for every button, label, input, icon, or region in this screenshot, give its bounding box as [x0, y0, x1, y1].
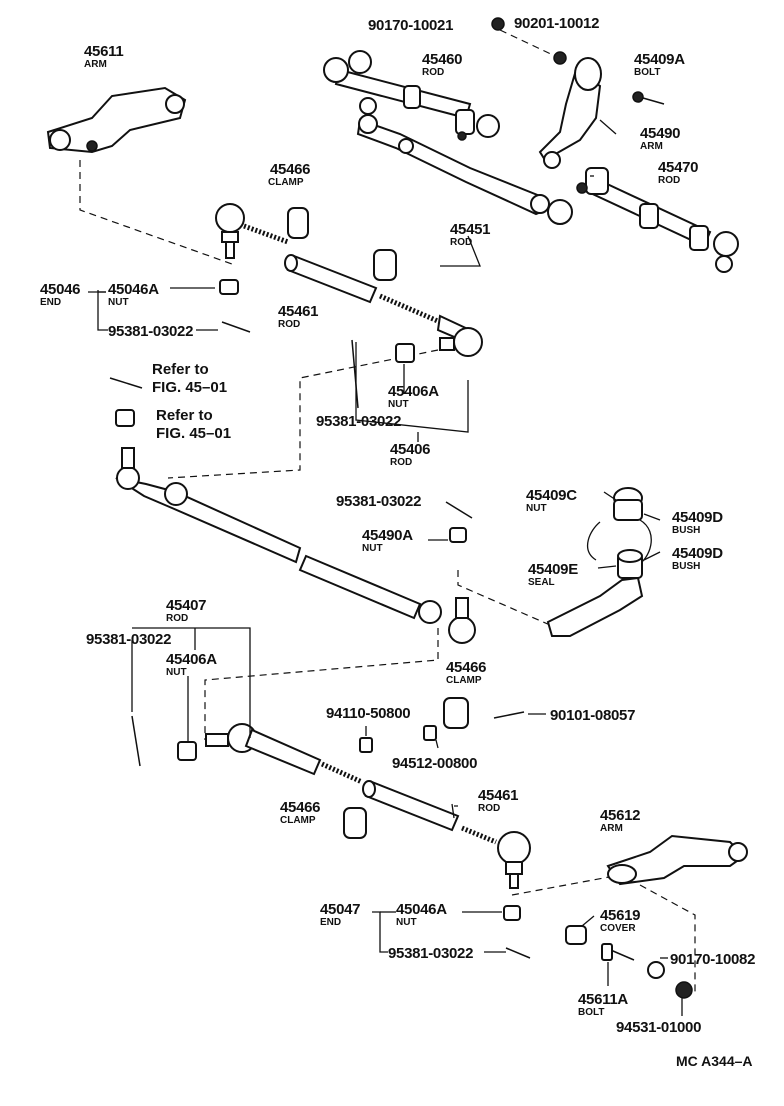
label-94512-00800: 94512-00800: [392, 755, 477, 772]
desc-45461-top: ROD: [278, 319, 300, 330]
label-45407: 45407: [166, 597, 206, 614]
label-45409D-bottom: 45409D: [672, 545, 723, 562]
tie-rod-end-45047-shape: [497, 831, 531, 959]
label-45466-mid: 45466: [446, 659, 486, 676]
label-90101-08057: 90101-08057: [550, 707, 635, 724]
desc-45619: COVER: [600, 923, 636, 934]
label-90170-10021: 90170-10021: [368, 17, 453, 34]
desc-45612: ARM: [600, 823, 623, 834]
desc-45406A-top: NUT: [388, 399, 409, 410]
label-95381-03022-d: 95381-03022: [86, 631, 171, 648]
desc-45611: ARM: [84, 59, 107, 70]
arm-45612-shape: [565, 834, 748, 999]
label-45461-top: 45461: [278, 303, 318, 320]
part-callouts: 90170-10021 90201-10012 45611 ARM 45460 …: [40, 15, 755, 1036]
label-45611A: 45611A: [578, 991, 628, 1008]
label-95381-03022-b: 95381-03022: [316, 413, 401, 430]
desc-45409A: BOLT: [634, 67, 660, 78]
rod-45460-shape: [323, 50, 500, 141]
figure-references: Refer to FIG. 45–01 Refer to FIG. 45–01: [152, 361, 231, 442]
label-45047: 45047: [320, 901, 360, 918]
label-45409A: 45409A: [634, 51, 685, 68]
desc-45406: ROD: [390, 457, 412, 468]
refer-to-text-1: Refer to: [152, 361, 209, 378]
desc-45409E: SEAL: [528, 577, 555, 588]
desc-45470: ROD: [658, 175, 680, 186]
figure-ref-1: FIG. 45–01: [152, 379, 227, 396]
desc-45490A: NUT: [362, 543, 383, 554]
desc-45046A-top: NUT: [108, 297, 129, 308]
desc-45046A-bottom: NUT: [396, 917, 417, 928]
arm-45611-shape: [46, 86, 187, 154]
label-45406: 45406: [390, 441, 430, 458]
label-95381-03022-a: 95381-03022: [108, 323, 193, 340]
tie-rod-end-45406-shape: [109, 327, 483, 427]
desc-45460: ROD: [422, 67, 444, 78]
desc-45406A-bottom: NUT: [166, 667, 187, 678]
refer-to-text-2: Refer to: [156, 407, 213, 424]
label-45619: 45619: [600, 907, 640, 924]
tie-rod-45407-shape: [131, 697, 525, 785]
desc-45047: END: [320, 917, 341, 928]
desc-45466-mid: CLAMP: [446, 675, 482, 686]
label-45612: 45612: [600, 807, 640, 824]
desc-45466-bottom: CLAMP: [280, 815, 316, 826]
desc-45046: END: [40, 297, 61, 308]
label-45409E: 45409E: [528, 561, 578, 578]
desc-45490: ARM: [640, 141, 663, 152]
label-45451: 45451: [450, 221, 490, 238]
label-45046: 45046: [40, 281, 80, 298]
rod-45461-shape: [284, 249, 472, 344]
label-45490: 45490: [640, 125, 680, 142]
label-95381-03022-e: 95381-03022: [388, 945, 473, 962]
leader-lines: [88, 119, 683, 1016]
desc-45611A: BOLT: [578, 1007, 604, 1018]
label-90201-10012: 90201-10012: [514, 15, 599, 32]
label-45460: 45460: [422, 51, 462, 68]
desc-45466-top: CLAMP: [268, 177, 304, 188]
idler-arm-shape: [546, 487, 652, 637]
rod-45470-shape: [576, 167, 739, 273]
label-45461-bottom: 45461: [478, 787, 518, 804]
assembly-guide-lines: [79, 29, 696, 995]
figure-code: MC A344–A: [676, 1053, 753, 1069]
label-45611: 45611: [84, 43, 123, 60]
desc-45409D-bottom: BUSH: [672, 561, 700, 572]
figure-ref-2: FIG. 45–01: [156, 425, 231, 442]
label-94110-50800: 94110-50800: [326, 705, 410, 722]
label-45466-top: 45466: [270, 161, 310, 178]
desc-45407: ROD: [166, 613, 188, 624]
rod-45461b-shape: [343, 780, 497, 845]
desc-45409D-top: BUSH: [672, 525, 700, 536]
tie-rod-end-45046-shape: [215, 203, 309, 333]
rod-45451-shape: [356, 114, 573, 225]
label-45470: 45470: [658, 159, 698, 176]
label-45409C: 45409C: [526, 487, 577, 504]
desc-45461-bottom: ROD: [478, 803, 500, 814]
arm-45490-shape: [491, 17, 665, 169]
label-45409D-top: 45409D: [672, 509, 723, 526]
label-94531-01000: 94531-01000: [616, 1019, 701, 1036]
label-45406A-top: 45406A: [388, 383, 439, 400]
label-45490A: 45490A: [362, 527, 413, 544]
label-45406A-bottom: 45406A: [166, 651, 217, 668]
label-45046A-bottom: 45046A: [396, 901, 447, 918]
label-90170-10082: 90170-10082: [670, 951, 755, 968]
label-45046A-top: 45046A: [108, 281, 159, 298]
desc-45409C: NUT: [526, 503, 547, 514]
label-95381-03022-c: 95381-03022: [336, 493, 421, 510]
label-45466-bottom: 45466: [280, 799, 320, 816]
center-link-shape: [115, 447, 476, 644]
desc-45451: ROD: [450, 237, 472, 248]
